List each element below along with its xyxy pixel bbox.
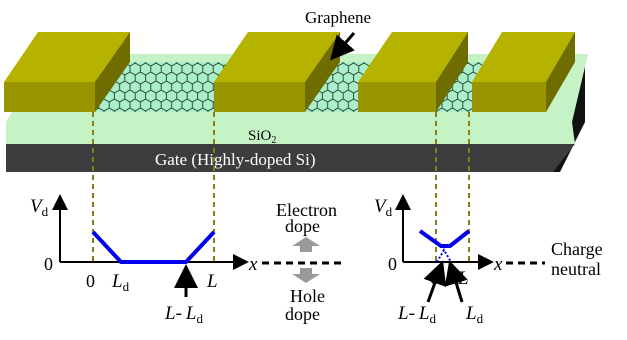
up-arrow: [292, 237, 320, 252]
hole-label-2: dope: [285, 304, 320, 324]
doping-indicator: Electron dope Hole dope: [276, 200, 337, 324]
graphene-arrow: [330, 32, 356, 61]
left-lminus-label: L-Ld: [164, 303, 203, 326]
right-plot: Vd 0 0 L x L-Ld Ld: [374, 194, 503, 326]
left-vd-profile: [91, 230, 216, 264]
oxide-layer: [6, 122, 575, 144]
right-zero-label: 0: [388, 254, 397, 274]
left-x-axis-label: x: [248, 254, 258, 275]
right-ld-label: Ld: [465, 303, 484, 326]
electrode-1: [4, 32, 130, 112]
guide-lines: [92, 112, 470, 262]
electron-label-2: dope: [285, 216, 320, 236]
right-l-label: L: [457, 268, 469, 289]
gate-label: Gate (Highly-doped Si): [155, 150, 316, 169]
left-plot: Vd 0 0 Ld L x L-Ld: [30, 194, 258, 326]
right-ld-arrow: [444, 260, 468, 303]
right-x-axis-label: x: [493, 254, 503, 275]
left-origin-label: 0: [86, 271, 95, 291]
right-y-axis-label: Vd: [374, 196, 393, 219]
down-arrow: [292, 268, 320, 283]
graphene-label: Graphene: [305, 8, 371, 27]
left-l-label: L: [206, 271, 218, 292]
electrode-4: [472, 32, 575, 112]
hole-label-1: Hole: [290, 286, 325, 306]
left-ld-label: Ld: [111, 271, 130, 294]
right-lminus-label: L-Ld: [397, 303, 436, 326]
gate-layer: [6, 144, 575, 172]
oxide-label: SiO2: [248, 128, 276, 146]
right-vd-profile: [418, 229, 471, 248]
right-vd-dotted: [436, 248, 452, 263]
charge-label-1: Charge: [551, 239, 603, 259]
right-lminus-arrow: [423, 260, 447, 303]
left-y-axis-label: Vd: [30, 196, 49, 219]
left-zero-label: 0: [44, 254, 53, 274]
charge-label-2: neutral: [551, 259, 601, 279]
electrode-3: [358, 32, 468, 112]
electron-label-1: Electron: [276, 200, 337, 220]
electrode-2: [214, 32, 340, 112]
